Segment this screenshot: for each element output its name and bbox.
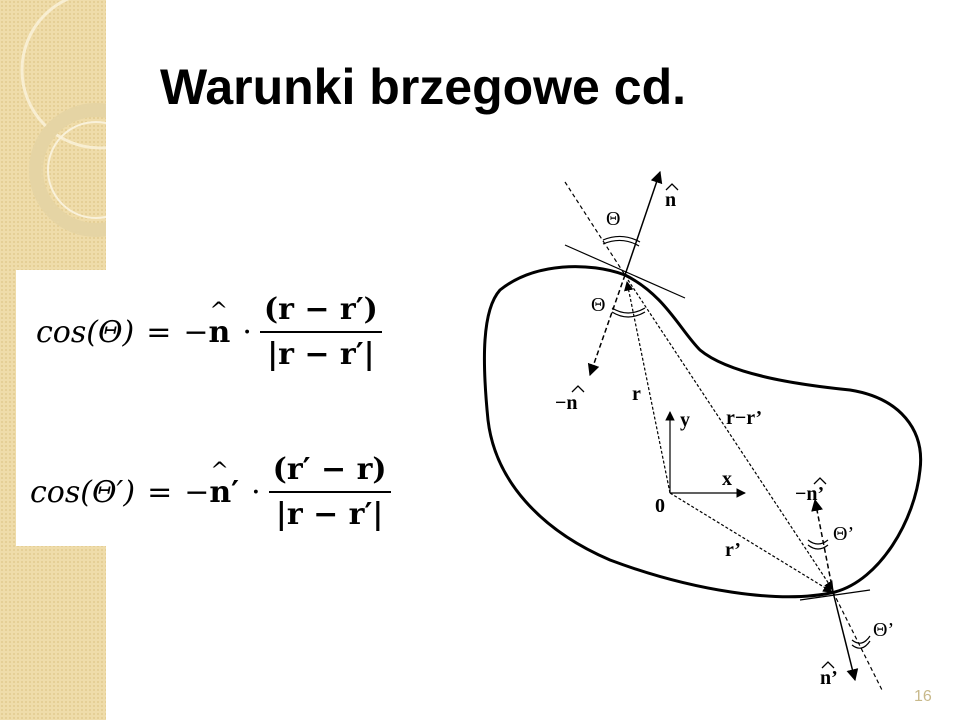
vector-r-minus-r-prime — [627, 279, 834, 591]
angle-arc-top — [602, 235, 641, 243]
normal-arrow-top — [624, 170, 663, 276]
tangent-line-top — [564, 244, 686, 299]
formula-cos-theta: cos(Θ) = − n · (r − r′) |r − r′| — [36, 292, 382, 372]
slide-title: Warunki brzegowe cd. — [160, 59, 687, 115]
angle-arc-bottom-outer-2 — [851, 640, 871, 649]
label-n-top: n — [665, 189, 676, 211]
formula-lhs: cos(Θ′) — [30, 474, 136, 510]
normal-dashed-top — [564, 181, 626, 276]
formula-cos-theta-prime: cos(Θ′) = − n′ · (r′ − r) |r − r′| — [30, 452, 391, 532]
vector-r — [624, 281, 671, 494]
dot-operator: · — [251, 474, 261, 510]
fraction-denominator: |r − r′| — [275, 497, 384, 532]
label-y: y — [680, 409, 690, 431]
equals-sign: = — [146, 314, 172, 350]
formula-lhs: cos(Θ) — [36, 314, 135, 350]
hat-mark — [813, 477, 827, 485]
fraction-numerator: (r′ − r) — [268, 452, 391, 493]
hat-mark — [821, 661, 835, 669]
angle-arc-inner-top-2 — [611, 311, 646, 318]
fraction: (r − r′) |r − r′| — [259, 292, 382, 372]
label-origin: 0 — [655, 495, 665, 517]
label-n-prime: n’ — [820, 667, 838, 689]
boundary-diagram: n Θ Θ −n r y r−r’ x 0 −n’ Θ’ r’ Θ’ n’ — [482, 170, 923, 691]
minus-normal-arrow-bottom — [811, 498, 834, 593]
fraction-numerator: (r − r′) — [259, 292, 382, 333]
label-r-prime: r’ — [725, 539, 741, 561]
label-x: x — [722, 468, 732, 490]
angle-arc-inner-top — [611, 307, 646, 314]
label-r: r — [632, 383, 641, 405]
minus-sign: − — [183, 314, 209, 350]
angle-arc-bottom-inner — [807, 539, 829, 545]
label-theta-top: Θ — [606, 208, 620, 230]
fraction-denominator: |r − r′| — [267, 337, 375, 372]
formula-panel: cos(Θ) = − n · (r − r′) |r − r′| cos(Θ′)… — [16, 270, 426, 546]
page-number: 16 — [914, 688, 932, 705]
label-theta-prime-inner: Θ’ — [833, 523, 854, 545]
label-theta-prime-outer: Θ’ — [873, 619, 894, 641]
angle-arc-bottom-outer — [851, 635, 871, 644]
label-r-minus-r-prime: r−r’ — [726, 407, 762, 429]
hat-mark — [571, 385, 585, 393]
label-theta-inner: Θ — [591, 294, 605, 316]
minus-normal-arrow-top — [587, 274, 626, 377]
normal-arrow-bottom — [832, 591, 859, 682]
angle-arc-top-2 — [602, 239, 640, 247]
label-minus-n-prime: −n’ — [795, 483, 824, 505]
minus-sign: − — [184, 474, 210, 510]
normal-vector: n — [209, 299, 231, 350]
hat-mark — [665, 183, 679, 191]
boundary-curve — [482, 265, 923, 599]
normal-vector: n′ — [209, 459, 239, 510]
vector-r-prime — [669, 492, 833, 593]
decorative-circles — [20, 0, 106, 237]
dot-operator: · — [242, 314, 252, 350]
normal-dashed-bottom — [832, 591, 883, 691]
angle-arc-bottom-inner-2 — [807, 544, 829, 550]
fraction: (r′ − r) |r − r′| — [268, 452, 391, 532]
label-minus-n: −n — [555, 392, 578, 414]
equals-sign: = — [147, 474, 173, 510]
